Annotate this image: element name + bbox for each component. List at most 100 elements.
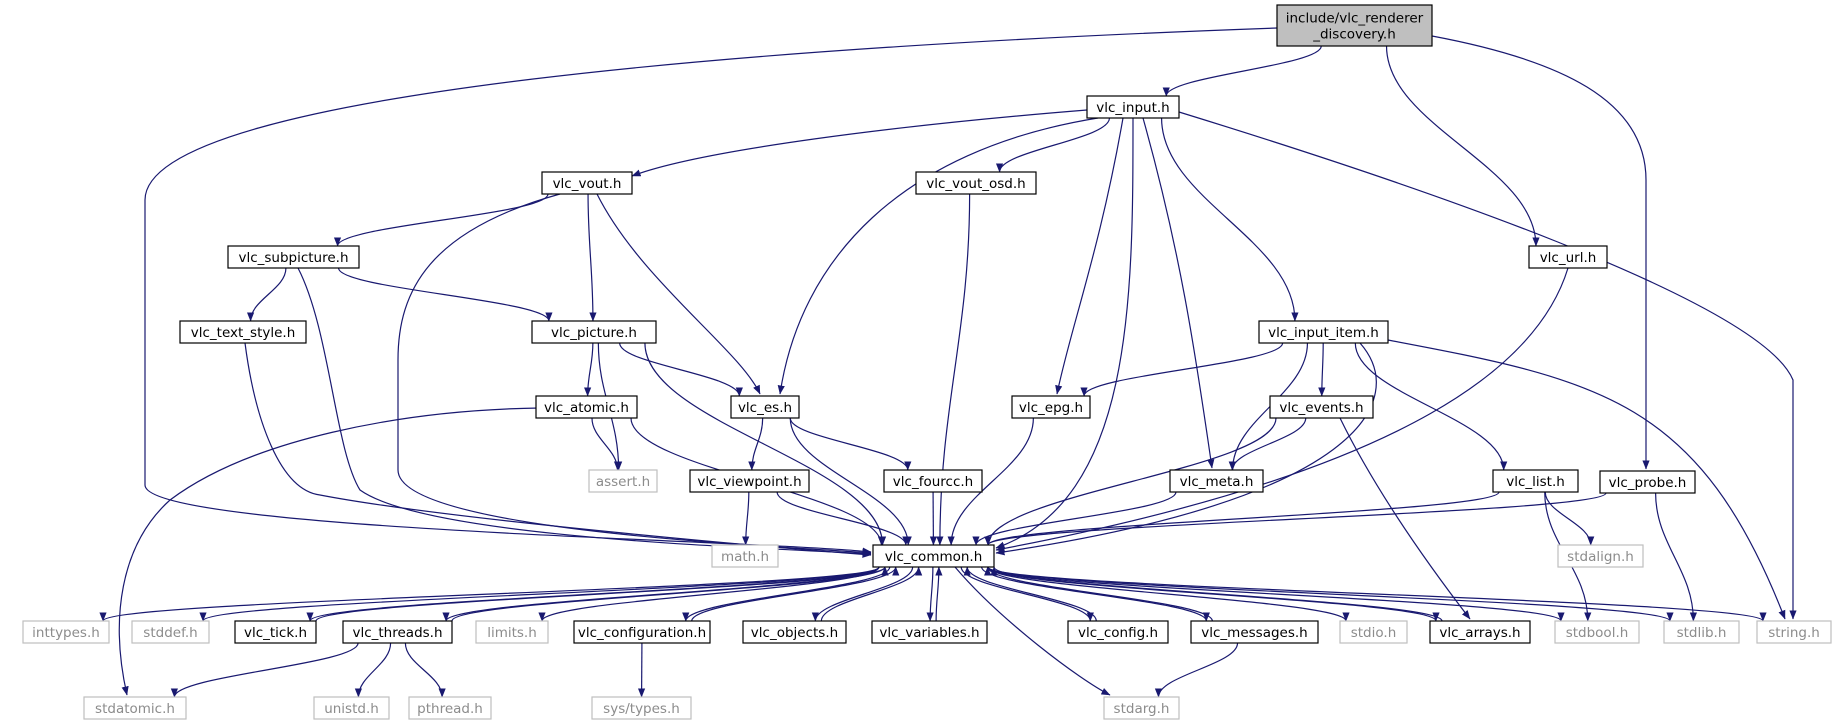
node-vlc-tick[interactable]: vlc_tick.h	[234, 620, 317, 644]
node-label: vlc_epg.h	[1019, 400, 1083, 416]
node-box	[1339, 620, 1408, 644]
node-label: vlc_arrays.h	[1439, 625, 1520, 641]
node-label: vlc_viewpoint.h	[697, 474, 801, 490]
node-box	[408, 696, 492, 720]
node-vlc-subpicture[interactable]: vlc_subpicture.h	[227, 245, 360, 269]
node-vlc-list[interactable]: vlc_list.h	[1492, 469, 1579, 493]
node-label: vlc_list.h	[1506, 474, 1565, 490]
node-label: vlc_text_style.h	[191, 325, 296, 341]
node-vlc-input[interactable]: vlc_input.h	[1086, 95, 1180, 119]
node-box	[689, 469, 810, 493]
edge-vlc-variables-to-vlc-common	[935, 566, 943, 622]
edge-vlc-text-style-to-vlc-common	[244, 342, 872, 558]
node-vlc-es[interactable]: vlc_es.h	[730, 395, 800, 419]
node-label: pthread.h	[417, 701, 483, 717]
node-label: vlc_common.h	[885, 549, 983, 565]
node-vlc-common[interactable]: vlc_common.h	[872, 544, 995, 568]
node-label: vlc_url.h	[1540, 250, 1597, 266]
node-label: vlc_input_item.h	[1268, 325, 1379, 341]
edge-vlc-threads-to-unistd	[354, 642, 392, 698]
edge-vlc-events-to-vlc-meta	[1228, 417, 1307, 471]
node-box	[1663, 620, 1740, 644]
node-label: vlc_vout_osd.h	[926, 176, 1025, 192]
edge-vlc-input-to-vlc-es	[777, 117, 1099, 395]
edge-root-to-vlc-input	[1162, 45, 1322, 97]
edge-vlc-input-item-to-string	[1387, 339, 1786, 620]
node-box	[1258, 320, 1389, 344]
node-vlc-probe[interactable]: vlc_probe.h	[1599, 470, 1696, 494]
node-label: vlc_tick.h	[244, 625, 307, 641]
node-box	[591, 696, 692, 720]
edge-vlc-vout-osd-to-vlc-common	[936, 193, 971, 546]
edge-vlc-threads-to-pthread	[404, 642, 446, 698]
edge-vlc-input-to-vlc-epg	[1055, 117, 1124, 395]
node-label: inttypes.h	[32, 625, 100, 641]
edge-root-to-vlc-probe	[1431, 35, 1650, 470]
edge-vlc-configuration-to-vlc-common	[691, 566, 900, 622]
edge-vlc-events-to-vlc-common	[984, 417, 1277, 546]
node-label: vlc_messages.h	[1201, 625, 1307, 641]
node-label: include/vlc_renderer	[1286, 11, 1424, 27]
node-inttypes: inttypes.h	[22, 620, 110, 644]
node-box	[1429, 620, 1531, 644]
node-box	[883, 469, 983, 493]
node-box	[573, 620, 711, 644]
node-vlc-meta[interactable]: vlc_meta.h	[1169, 469, 1264, 493]
node-vlc-vout-osd[interactable]: vlc_vout_osd.h	[915, 171, 1037, 195]
edge-vlc-common-to-vlc-variables	[926, 566, 934, 622]
node-box	[1528, 245, 1608, 269]
node-vlc-arrays[interactable]: vlc_arrays.h	[1429, 620, 1531, 644]
node-box	[1190, 620, 1319, 644]
node-box	[1067, 620, 1169, 644]
node-stdio: stdio.h	[1339, 620, 1408, 644]
node-vlc-vout[interactable]: vlc_vout.h	[541, 171, 633, 195]
node-vlc-threads[interactable]: vlc_threads.h	[342, 620, 453, 644]
node-vlc-config[interactable]: vlc_config.h	[1067, 620, 1169, 644]
node-label: vlc_fourcc.h	[893, 474, 973, 490]
node-vlc-configuration[interactable]: vlc_configuration.h	[573, 620, 711, 644]
edge-vlc-vout-to-vlc-es	[596, 193, 761, 395]
node-label: math.h	[721, 549, 769, 565]
node-box	[1554, 620, 1640, 644]
node-label: stdio.h	[1351, 625, 1397, 641]
edge-vlc-input-to-vlc-vout-osd	[995, 117, 1111, 173]
node-vlc-atomic[interactable]: vlc_atomic.h	[535, 395, 638, 419]
edge-vlc-atomic-to-stdatomic	[118, 407, 541, 696]
node-vlc-epg[interactable]: vlc_epg.h	[1011, 395, 1091, 419]
node-label: string.h	[1768, 625, 1820, 641]
edge-vlc-picture-to-vlc-es	[619, 342, 743, 397]
node-vlc-url[interactable]: vlc_url.h	[1528, 245, 1608, 269]
node-label: vlc_config.h	[1078, 625, 1158, 641]
edge-vlc-list-to-stdalign	[1544, 491, 1595, 546]
edge-vlc-list-to-vlc-common	[984, 491, 1500, 546]
node-vlc-objects[interactable]: vlc_objects.h	[742, 620, 847, 644]
node-root[interactable]: include/vlc_renderer_discovery.h	[1276, 4, 1433, 47]
node-vlc-fourcc[interactable]: vlc_fourcc.h	[883, 469, 983, 493]
node-box	[22, 620, 110, 644]
node-vlc-viewpoint[interactable]: vlc_viewpoint.h	[689, 469, 810, 493]
edge-vlc-es-to-vlc-common	[789, 417, 912, 546]
node-vlc-text-style[interactable]: vlc_text_style.h	[179, 320, 307, 344]
node-box	[313, 696, 390, 720]
edge-vlc-input-to-vlc-input-item	[1160, 117, 1299, 322]
node-label: vlc_objects.h	[751, 625, 838, 641]
edge-vlc-common-to-stdbool	[987, 566, 1565, 622]
node-box	[915, 171, 1037, 195]
node-limits: limits.h	[475, 620, 549, 644]
node-pthread: pthread.h	[408, 696, 492, 720]
node-vlc-messages[interactable]: vlc_messages.h	[1190, 620, 1319, 644]
node-box	[234, 620, 317, 644]
node-box	[1086, 95, 1180, 119]
node-vlc-picture[interactable]: vlc_picture.h	[531, 320, 657, 344]
node-label: vlc_vout.h	[553, 176, 622, 192]
node-vlc-input-item[interactable]: vlc_input_item.h	[1258, 320, 1389, 344]
edge-vlc-threads-to-stdatomic	[170, 642, 359, 698]
node-vlc-variables[interactable]: vlc_variables.h	[871, 620, 988, 644]
node-label: stdatomic.h	[95, 701, 175, 717]
node-assert: assert.h	[588, 469, 658, 493]
edge-vlc-atomic-to-assert	[591, 417, 622, 471]
node-vlc-events[interactable]: vlc_events.h	[1269, 395, 1374, 419]
node-label: vlc_atomic.h	[544, 400, 629, 416]
node-box	[730, 395, 800, 419]
